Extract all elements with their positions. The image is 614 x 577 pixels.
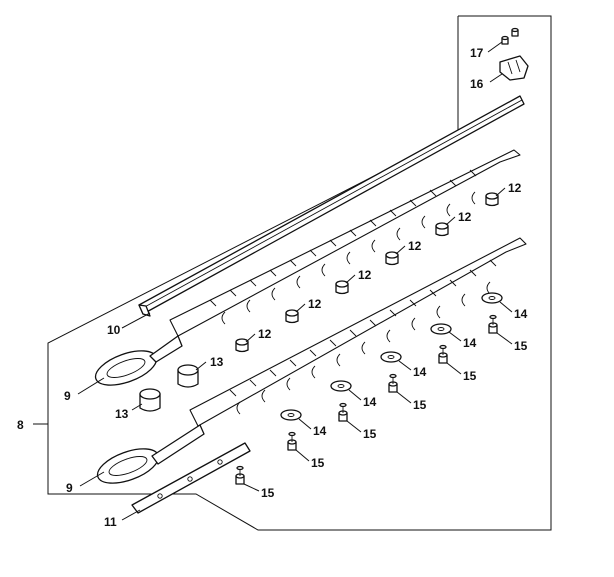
leader-lines (33, 41, 513, 521)
callout-15: 15 (311, 456, 325, 470)
washers (280, 292, 503, 421)
callout-15: 15 (413, 398, 427, 412)
callout-12: 12 (508, 181, 522, 195)
callout-12: 12 (358, 268, 372, 282)
callout-14: 14 (514, 307, 528, 321)
rollers (139, 364, 199, 412)
lower-blade (96, 237, 527, 484)
callout-10: 10 (107, 323, 121, 337)
callout-12: 12 (408, 239, 422, 253)
callout-15: 15 (363, 427, 377, 441)
callout-9-lower: 9 (66, 481, 73, 495)
callout-8: 8 (17, 418, 24, 432)
callout-13: 13 (210, 355, 224, 369)
callout-15: 15 (463, 369, 477, 383)
clamp (499, 55, 529, 81)
callout-14: 14 (413, 365, 427, 379)
callout-11: 11 (104, 515, 117, 529)
callout-15: 15 (514, 339, 528, 353)
callout-15: 15 (261, 486, 275, 500)
upper-blade (94, 149, 521, 386)
guide-bar (138, 95, 525, 317)
callout-17: 17 (470, 46, 484, 60)
callout-14: 14 (313, 424, 327, 438)
callout-14: 14 (363, 395, 377, 409)
small-screws (501, 27, 519, 45)
callout-12: 12 (308, 297, 322, 311)
assembly-outline (47, 15, 552, 531)
spacer-bushings (235, 192, 499, 353)
callout-14: 14 (463, 336, 477, 350)
callout-12: 12 (258, 327, 272, 341)
callout-9-upper: 9 (64, 389, 71, 403)
callout-13: 13 (115, 407, 129, 421)
connecting-strip (131, 442, 251, 514)
callout-16: 16 (470, 77, 484, 91)
callout-12: 12 (458, 210, 472, 224)
